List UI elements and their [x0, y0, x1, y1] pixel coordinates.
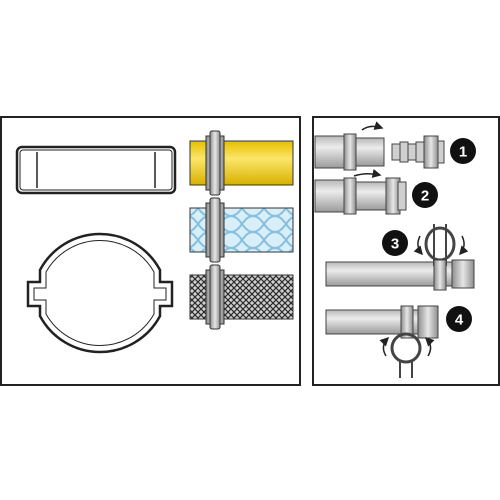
step-3-illustration: 3 — [325, 224, 475, 291]
step-4-pliers — [390, 332, 422, 378]
metal-braided-hose — [189, 264, 294, 330]
step-3-badge: 3 — [382, 230, 408, 256]
right-panel-frame — [312, 116, 500, 386]
right-panel: 1 2 — [312, 116, 500, 386]
yellow-hose — [189, 130, 294, 196]
clear-braided-hose — [189, 197, 294, 263]
yellow-hose-nut — [205, 130, 225, 196]
metal-hose-nut — [205, 264, 225, 330]
straight-ferrule-clamp — [15, 145, 177, 195]
step-1-badge: 1 — [450, 138, 476, 164]
left-panel — [0, 116, 301, 386]
step-2-illustration: 2 — [314, 169, 438, 215]
step-2-badge: 2 — [412, 182, 438, 208]
step-4-number: 4 — [455, 312, 464, 329]
step-2-number: 2 — [421, 188, 429, 205]
round-ear-clamp — [26, 232, 174, 354]
step-4-badge: 4 — [446, 306, 472, 332]
step-1-barbed-fitting — [391, 135, 445, 169]
step-3-pliers — [424, 224, 456, 291]
left-panel-frame — [0, 116, 301, 386]
step-1-number: 1 — [459, 144, 467, 161]
clear-hose-nut — [205, 197, 225, 263]
step-4-illustration: 4 — [325, 305, 472, 378]
step-3-number: 3 — [391, 236, 399, 253]
step-1-illustration: 1 — [314, 121, 476, 171]
